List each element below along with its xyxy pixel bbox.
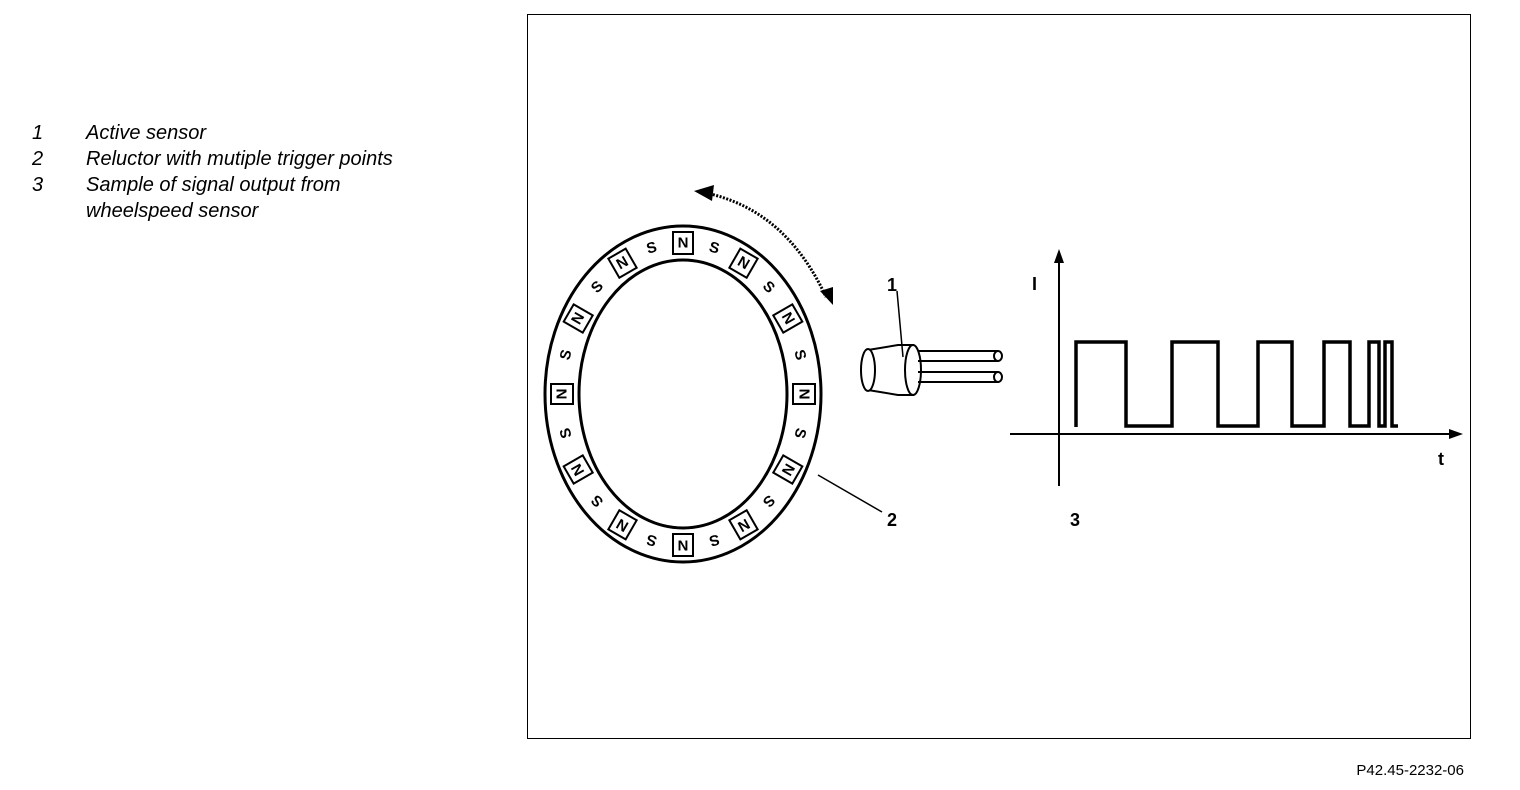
pole-label: S <box>759 491 778 510</box>
y-axis-arrowhead <box>1054 249 1064 263</box>
legend: 1 Active sensor 2 Reluctor with mutiple … <box>32 120 492 224</box>
pole-label: N <box>796 389 813 400</box>
rotation-arrowhead-right <box>820 287 833 305</box>
pole-label: S <box>790 426 809 440</box>
pole-label: S <box>790 348 809 362</box>
legend-number: 2 <box>32 148 44 170</box>
pole-south: S <box>557 426 576 440</box>
pole-box <box>727 508 760 541</box>
pole-south: S <box>557 348 576 362</box>
wire-end <box>993 371 1003 383</box>
pole-north: N <box>727 247 760 280</box>
pole-north: N <box>562 453 595 486</box>
pole-label: S <box>707 239 721 258</box>
pole-box <box>792 383 816 405</box>
pole-south: S <box>759 278 778 297</box>
y-axis-label: I <box>1032 274 1037 294</box>
pole-box <box>606 508 639 541</box>
pole-box <box>550 383 574 405</box>
pole-label: S <box>645 530 659 549</box>
pole-box <box>672 231 694 255</box>
pole-box <box>771 302 804 335</box>
sensor-leader-line <box>896 290 904 358</box>
pole-box <box>672 533 694 557</box>
pole-label: N <box>678 235 689 252</box>
legend-text: Reluctor with mutiple trigger points <box>86 148 393 170</box>
pole-label: S <box>645 239 659 258</box>
pole-south: S <box>759 491 778 510</box>
legend-number: 1 <box>32 122 44 144</box>
pole-north: N <box>792 383 816 405</box>
x-axis-label: t <box>1438 449 1444 469</box>
wire-end <box>993 350 1003 362</box>
pole-north: N <box>672 231 694 255</box>
pole-label: N <box>678 537 689 554</box>
rotation-arrowhead-left <box>694 185 714 201</box>
legend-text: Sample of signal output from wheelspeed … <box>86 174 341 222</box>
pole-south: S <box>707 530 721 549</box>
pole-north: N <box>606 247 639 280</box>
pole-north: N <box>771 453 804 486</box>
rotation-arrow <box>694 185 833 305</box>
pole-north: N <box>727 508 760 541</box>
callout-reluctor: 2 <box>887 510 897 530</box>
x-axis-arrowhead <box>1449 429 1463 439</box>
pole-label: N <box>554 389 571 400</box>
legend-number: 3 <box>32 174 44 196</box>
reluctor-outer-edge <box>543 224 823 564</box>
pole-box <box>606 247 639 280</box>
reluctor-leader-line <box>817 474 883 513</box>
rotation-arc <box>705 191 828 298</box>
figure-code: P42.45-2232-06 <box>1356 762 1464 779</box>
pole-label: S <box>557 426 576 440</box>
signal-graph: I t <box>1010 249 1463 486</box>
pole-south: S <box>645 530 659 549</box>
pole-north: N <box>562 302 595 335</box>
pole-south: S <box>588 278 607 297</box>
pole-box <box>562 453 595 486</box>
pole-north: N <box>771 302 804 335</box>
pole-label: S <box>588 278 607 297</box>
pole-south: S <box>588 491 607 510</box>
sensor-rear <box>904 344 922 396</box>
legend-item: 3 Sample of signal output from wheelspee… <box>32 172 492 224</box>
legend-item: 2 Reluctor with mutiple trigger points <box>32 146 492 172</box>
pole-label: S <box>588 491 607 510</box>
pole-south: S <box>790 348 809 362</box>
pole-box <box>727 247 760 280</box>
sensor-tip <box>860 348 876 392</box>
pole-north: N <box>672 533 694 557</box>
pole-label: S <box>557 348 576 362</box>
pole-label: S <box>707 530 721 549</box>
pole-north: N <box>550 383 574 405</box>
pole-south: S <box>707 239 721 258</box>
pole-label: S <box>759 278 778 297</box>
active-sensor <box>860 290 1003 396</box>
callout-signal: 3 <box>1070 510 1080 530</box>
pole-box <box>771 453 804 486</box>
signal-waveform <box>1074 340 1398 428</box>
callout-sensor: 1 <box>887 275 897 295</box>
pole-south: S <box>790 426 809 440</box>
legend-item: 1 Active sensor <box>32 120 492 146</box>
reluctor-inner-edge <box>577 258 789 530</box>
pole-south: S <box>645 239 659 258</box>
pole-box <box>562 302 595 335</box>
legend-text: Active sensor <box>86 122 207 144</box>
pole-north: N <box>606 508 639 541</box>
